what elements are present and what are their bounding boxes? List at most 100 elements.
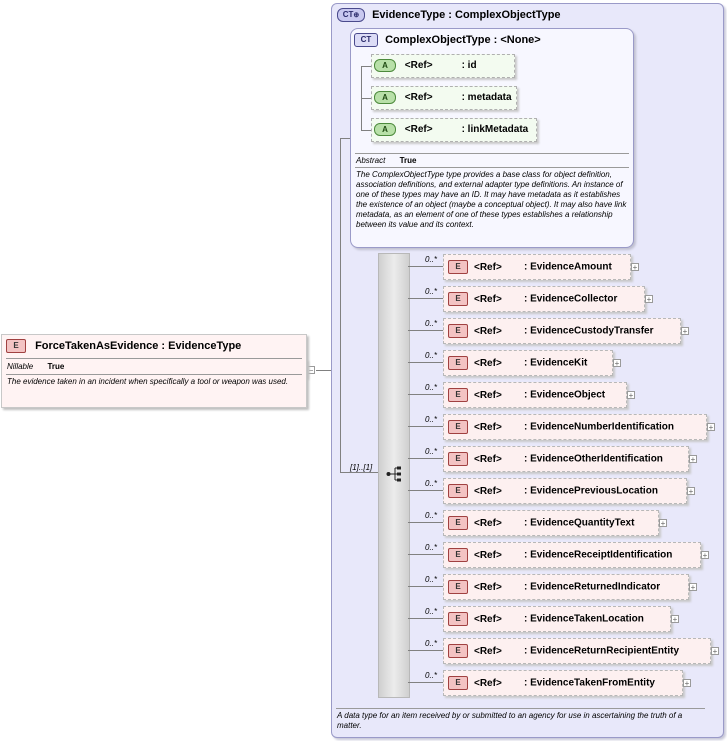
element-name: : EvidenceCollector — [524, 293, 618, 305]
element-icon: E — [448, 484, 468, 498]
element-occurrence: 0..* — [425, 351, 438, 360]
element-connector — [408, 298, 443, 299]
expand-button[interactable]: + — [707, 423, 715, 432]
element-row[interactable]: E<Ref>: EvidenceKit — [443, 350, 613, 376]
expand-button[interactable]: + — [687, 487, 695, 496]
attr-connector — [361, 98, 372, 99]
element-occurrence: 0..* — [425, 319, 438, 328]
element-icon: E — [448, 324, 468, 338]
expand-button[interactable]: + — [645, 295, 653, 304]
element-row[interactable]: E<Ref>: EvidenceReceiptIdentification — [443, 542, 701, 568]
element-icon: E — [448, 260, 468, 274]
element-row[interactable]: E<Ref>: EvidenceOtherIdentification — [443, 446, 689, 472]
attribute-id[interactable]: A <Ref> : id — [371, 54, 515, 78]
expand-button[interactable]: + — [671, 615, 679, 624]
complex-type-icon: CT — [354, 33, 378, 47]
element-icon: E — [6, 339, 26, 353]
element-ref: <Ref> — [474, 613, 502, 625]
expand-button[interactable]: + — [701, 551, 709, 560]
element-connector — [408, 266, 443, 267]
element-row[interactable]: E<Ref>: EvidenceAmount — [443, 254, 631, 280]
expand-button[interactable]: + — [613, 359, 621, 368]
element-row[interactable]: E <Ref> : EvidenceCollector — [443, 286, 645, 312]
element-name: : EvidenceObject — [524, 389, 606, 401]
element-ref: <Ref> — [474, 677, 502, 689]
evidence-type-title: EvidenceType : ComplexObjectType — [372, 8, 561, 21]
trunk-to-inner-ct — [340, 138, 350, 139]
element-occurrence: 0..* — [425, 447, 438, 456]
attribute-ref: <Ref> — [404, 124, 433, 136]
element-connector — [408, 362, 443, 363]
root-connector — [316, 370, 340, 371]
element-ref: <Ref> — [474, 517, 502, 529]
expand-button[interactable]: + — [711, 647, 719, 656]
element-row[interactable]: E<Ref>: EvidenceReturnedIndicator — [443, 574, 689, 600]
element-row[interactable]: E<Ref>: EvidenceReturnRecipientEntity — [443, 638, 711, 664]
expand-button[interactable]: + — [627, 391, 635, 400]
element-icon: E — [448, 452, 468, 466]
element-ref: <Ref> — [474, 645, 502, 657]
element-ref: <Ref> — [474, 453, 502, 465]
element-icon: E — [448, 580, 468, 594]
element-connector — [408, 618, 443, 619]
element-name: : EvidenceAmount — [524, 261, 612, 273]
element-row[interactable]: E<Ref>: EvidenceQuantityText — [443, 510, 659, 536]
element-icon: E — [448, 388, 468, 402]
element-name: : EvidenceTakenFromEntity — [524, 677, 655, 689]
complex-object-type-header: CT ComplexObjectType : <None> — [354, 33, 541, 47]
element-occurrence: 0..* — [425, 255, 438, 264]
evidence-type-documentation: A data type for an item received by or s… — [337, 711, 683, 730]
expand-button[interactable]: + — [683, 679, 691, 688]
element-ref: <Ref> — [474, 389, 502, 401]
element-connector — [408, 458, 443, 459]
element-ref: <Ref> — [474, 325, 502, 337]
element-occurrence: 0..* — [425, 575, 438, 584]
sequence-compositor[interactable] — [378, 253, 410, 698]
element-ref: <Ref> — [474, 293, 502, 305]
expand-button[interactable]: + — [681, 327, 689, 336]
element-ref: <Ref> — [474, 421, 502, 433]
element-row[interactable]: E<Ref>: EvidenceNumberIdentification — [443, 414, 707, 440]
expand-button[interactable]: + — [689, 455, 697, 464]
attribute-icon: A — [374, 59, 396, 72]
element-connector — [408, 394, 443, 395]
attribute-name: : metadata — [461, 92, 512, 104]
abstract-value: True — [399, 156, 417, 165]
element-icon: E — [448, 292, 468, 306]
element-icon: E — [448, 612, 468, 626]
root-element-type: : EvidenceType — [161, 339, 242, 352]
element-occurrence: 0..* — [425, 543, 438, 552]
expand-button[interactable]: + — [631, 263, 639, 272]
complex-type-icon: CT⊕ — [337, 8, 365, 22]
attribute-name: : id — [461, 60, 477, 72]
attribute-metadata[interactable]: A <Ref> : metadata — [371, 86, 517, 110]
element-connector — [408, 522, 443, 523]
trunk-line — [340, 138, 341, 472]
expand-button[interactable]: + — [689, 583, 697, 592]
element-occurrence: 0..* — [425, 287, 438, 296]
element-icon: E — [448, 420, 468, 434]
root-element-header: E ForceTakenAsEvidence : EvidenceType — [6, 339, 241, 353]
attr-connector — [361, 130, 372, 131]
root-collapse-button[interactable]: − — [307, 366, 315, 375]
element-name: : EvidenceCustodyTransfer — [524, 325, 654, 337]
element-ref: <Ref> — [474, 357, 502, 369]
expand-button[interactable]: + — [659, 519, 667, 528]
evidence-type-header: CT⊕ EvidenceType : ComplexObjectType — [337, 8, 561, 22]
element-row[interactable]: E <Ref> : EvidenceTakenFromEntity — [443, 670, 683, 696]
element-row[interactable]: E<Ref>: EvidencePreviousLocation — [443, 478, 687, 504]
element-row[interactable]: E<Ref>: EvidenceTakenLocation — [443, 606, 671, 632]
element-name: : EvidenceKit — [524, 357, 588, 369]
complex-object-type-documentation: The ComplexObjectType type provides a ba… — [356, 170, 627, 229]
element-row[interactable]: E <Ref> : EvidenceCustodyTransfer — [443, 318, 681, 344]
element-connector — [408, 554, 443, 555]
element-icon: E — [448, 516, 468, 530]
element-connector — [408, 586, 443, 587]
element-row[interactable]: E <Ref> : EvidenceObject — [443, 382, 627, 408]
nillable-label: Nillable — [7, 362, 34, 371]
element-occurrence: 0..* — [425, 479, 438, 488]
sequence-icon — [386, 466, 401, 482]
attribute-link-metadata[interactable]: A <Ref> : linkMetadata — [371, 118, 537, 142]
element-ref: <Ref> — [474, 581, 502, 593]
element-icon: E — [448, 676, 468, 690]
